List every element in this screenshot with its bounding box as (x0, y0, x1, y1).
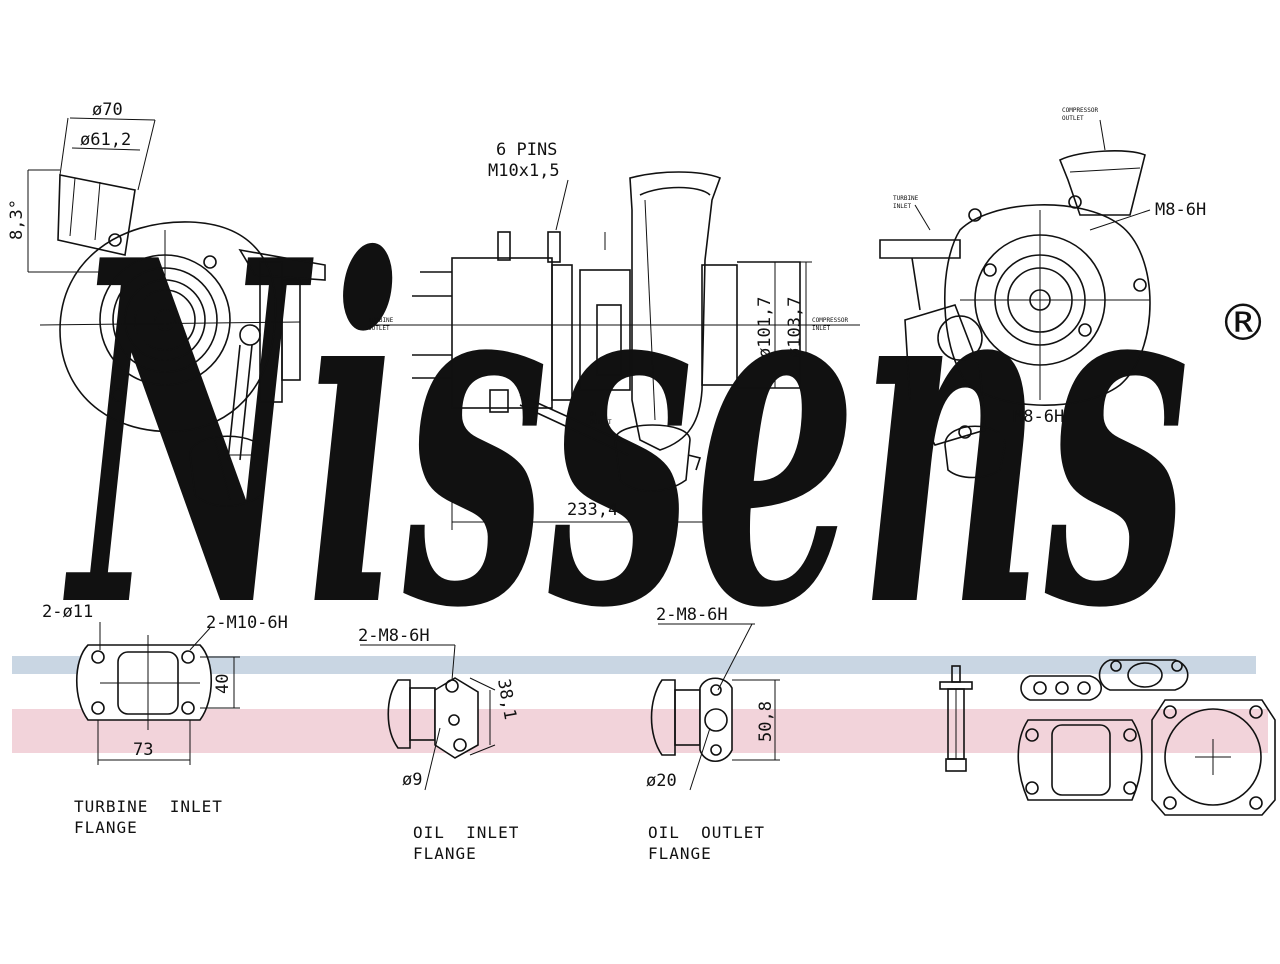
thread-label-bottom: M8-6H (1013, 407, 1064, 427)
turbo-rear-view (879, 119, 1151, 479)
turbine-inlet-label-2: INLET (893, 203, 911, 210)
background-stripes (12, 656, 1268, 753)
oil-inlet-threads-label: 2-M8-6H (358, 626, 430, 646)
bolt-part (939, 665, 973, 772)
dim-length: 233,4 (567, 500, 618, 520)
compressor-outlet-label-1: COMPRESSOR (1062, 107, 1099, 114)
dim-diameter-2: ø103,7 (785, 297, 805, 358)
oil-outlet-spacing-label: 50,8 (756, 701, 776, 742)
thread-label-top: M8-6H (1155, 200, 1206, 220)
turbine-flange-caption-2: FLANGE (74, 818, 138, 837)
dim-angle: 8,3° (7, 199, 27, 240)
turbine-inlet-flange (75, 622, 240, 765)
turbine-gasket (1017, 719, 1143, 801)
pins-label: 6 PINS (496, 140, 557, 160)
registered-mark: ® (1218, 294, 1268, 352)
oil-gasket-1 (1020, 675, 1103, 701)
oil-inlet-caption-1: OIL INLET (413, 823, 519, 842)
oil-outlet-label-2: OUTLET (590, 419, 612, 426)
oil-outlet-bore-label: ø20 (646, 771, 677, 791)
compressor-outlet-label-2: OUTLET (1062, 115, 1084, 122)
oil-outlet-caption-1: OIL OUTLET (648, 823, 765, 842)
compressor-inlet-label-2: INLET (812, 325, 830, 332)
turbine-inlet-label-1: TURBINE (893, 195, 919, 202)
pins-thread: M10x1,5 (488, 161, 560, 181)
turbine-outlet-label-1: TURBINE (368, 317, 394, 324)
oil-inlet-bore-label: ø9 (402, 770, 422, 790)
turbine-width-label: 73 (133, 740, 153, 760)
turbo-side-view (370, 171, 860, 530)
dim-diameter-1: ø101,7 (755, 297, 775, 358)
oil-outlet-label-1: OIL (590, 411, 601, 418)
dim-inner-diameter: ø61,2 (80, 130, 131, 150)
dim-outer-diameter: ø70 (92, 100, 123, 120)
turbine-threads-label: 2-M10-6H (206, 613, 288, 633)
oil-outlet-flange (650, 623, 780, 791)
turbine-outlet-label-2: OUTLET (368, 325, 390, 332)
turbine-height-label: 40 (213, 674, 233, 694)
oil-outlet-caption-2: FLANGE (648, 844, 712, 863)
turbine-holes-label: 2-ø11 (42, 602, 93, 622)
oil-inlet-caption-2: FLANGE (413, 844, 477, 863)
turbo-front-view (27, 117, 326, 507)
turbine-flange-caption-1: TURBINE INLET (74, 797, 223, 816)
oil-gasket-2 (1098, 659, 1189, 691)
oil-inlet-flange (360, 644, 496, 791)
compressor-gasket (1151, 699, 1276, 816)
compressor-inlet-label-1: COMPRESSOR (812, 317, 849, 324)
oil-outlet-threads-label: 2-M8-6H (656, 605, 728, 625)
